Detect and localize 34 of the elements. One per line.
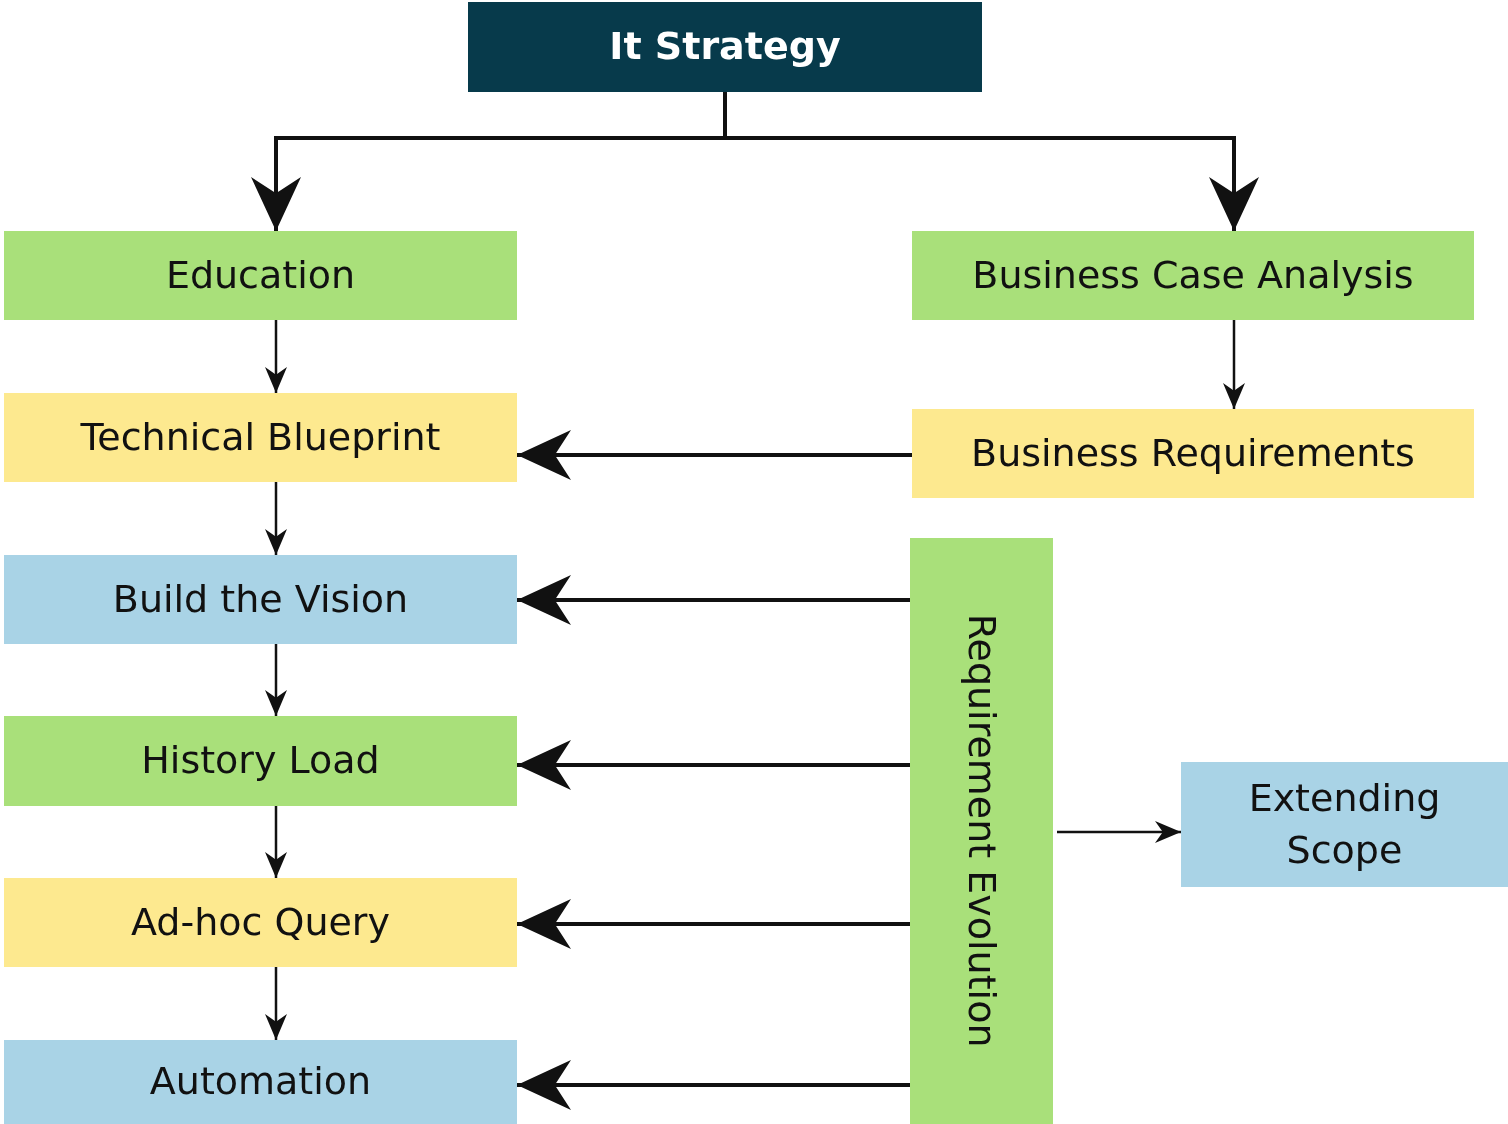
- node-label: Technical Blueprint: [80, 413, 441, 461]
- process-box: [912, 231, 1474, 320]
- arrow: [1223, 320, 1245, 409]
- process-box: [4, 878, 517, 967]
- arrow: [1057, 821, 1181, 843]
- arrow: [265, 644, 287, 716]
- arrow: [265, 806, 287, 878]
- process-box: [1181, 762, 1508, 887]
- node-label: Education: [165, 251, 356, 299]
- arrow: [517, 899, 910, 949]
- node-label: Ad-hoc Query: [131, 898, 390, 946]
- node-label: Automation: [149, 1058, 372, 1106]
- process-box: [4, 1040, 517, 1124]
- node-label: Business Requirements: [971, 429, 1415, 477]
- process-box: [4, 555, 517, 644]
- vertical-process-bar: [910, 538, 1053, 1124]
- node-label: Build the Vision: [112, 575, 409, 623]
- arrow: [265, 967, 287, 1040]
- arrow: [517, 1060, 910, 1110]
- arrow: [517, 575, 910, 625]
- arrow: [265, 320, 287, 393]
- title-box: [468, 2, 982, 92]
- node-label: Business Case Analysis: [972, 251, 1414, 299]
- arrow: [517, 740, 910, 790]
- process-box: [912, 409, 1474, 498]
- process-box: [4, 716, 517, 806]
- process-box: [4, 393, 517, 482]
- node-label: It Strategy: [609, 23, 841, 71]
- node-label: Requirement Evolution: [959, 614, 1006, 1048]
- node-label: Extending Scope: [1247, 775, 1442, 874]
- node-label: History Load: [141, 737, 380, 785]
- process-box: [4, 231, 517, 320]
- arrow: [265, 482, 287, 555]
- arrow: [517, 430, 912, 480]
